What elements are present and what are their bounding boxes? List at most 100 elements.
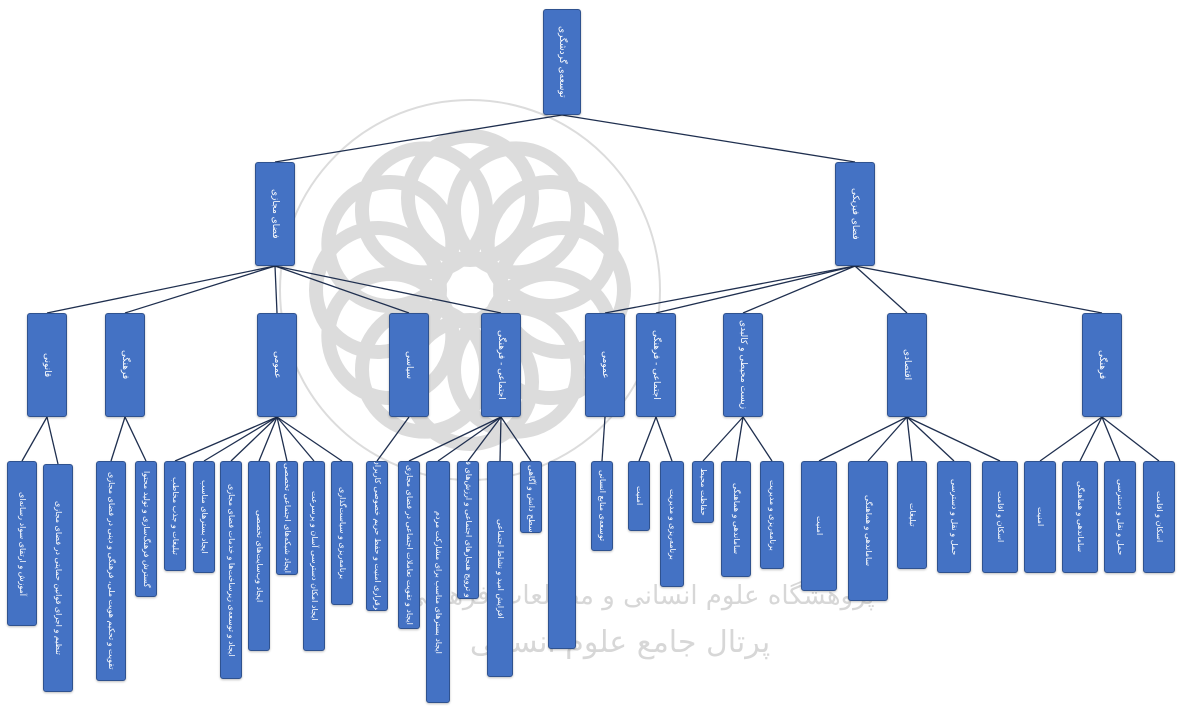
- leaf-node: توسعه و ترویج هنجارهای اجتماعی و ارزش‌ها…: [457, 461, 479, 599]
- leaf-node: ارتقای سطح دانش و آگاهی عمومی: [520, 461, 542, 533]
- leaf-node: [548, 461, 576, 649]
- connector-line: [274, 114, 563, 163]
- leaf-node: ایجاد وب‌سایت‌های تخصصی: [248, 461, 270, 651]
- connector-line: [1079, 416, 1103, 462]
- node-label: ارتقای سطح دانش و آگاهی عمومی: [527, 461, 536, 533]
- node-label: برنامه‌ریزی و سیاست‌گذاری: [338, 486, 347, 580]
- connector-line: [408, 416, 502, 462]
- connector-line: [818, 416, 908, 462]
- group-physical-economic: اقتصادی: [887, 313, 927, 417]
- connector-line: [906, 416, 955, 462]
- connector-line: [276, 416, 315, 462]
- node-label: زیست محیطی و کالبدی: [738, 320, 748, 410]
- connector-line: [638, 416, 657, 462]
- connector-line: [110, 416, 126, 462]
- connector-line: [467, 416, 502, 462]
- connector-line: [854, 265, 908, 314]
- leaf-node: گسترش فرهنگ‌سازی و تولید محتوا: [135, 461, 157, 597]
- connector-line: [437, 416, 502, 462]
- node-label: قانونی: [42, 352, 52, 378]
- connector-line: [274, 265, 278, 314]
- leaf-node: تبلیغات و جذب مخاطب: [164, 461, 186, 571]
- leaf-node: ساماندهی و هماهنگی: [848, 461, 888, 601]
- node-label: برنامه‌ریزی و مدیریت: [668, 488, 677, 560]
- node-label: تبلیغات: [908, 503, 917, 527]
- leaf-node: حمل و نقل و دسترسی: [1104, 461, 1136, 573]
- node-label: فرهنگی: [1097, 350, 1107, 380]
- leaf-node: ایجاد امکان دسترسی آسان و پرسرعت: [303, 461, 325, 651]
- connector-line: [46, 265, 276, 314]
- node-label: ساماندهی و هماهنگی: [732, 483, 741, 555]
- leaf-node: برنامه‌ریزی و مدیریت: [660, 461, 684, 587]
- connector-line: [274, 265, 410, 314]
- leaf-node: تقویت و تحکیم هویت ملی، فرهنگی و دینی در…: [96, 461, 126, 681]
- node-label: حمل و نقل و دسترسی: [950, 478, 959, 556]
- watermark-petal: [355, 141, 493, 280]
- node-label: ایجاد و توسعه‌ی زیرساخت‌ها و خدمات فضای …: [227, 483, 236, 657]
- connector-line: [1101, 416, 1121, 462]
- connector-line: [655, 416, 673, 462]
- node-label: اسکان و اقامت: [1155, 491, 1164, 543]
- node-label: حفاظت محیط: [699, 468, 708, 516]
- leaf-node: ساماندهی و هماهنگی: [721, 461, 751, 577]
- node-label: فضای فیزیکی: [850, 188, 860, 240]
- connector-line: [1039, 416, 1103, 462]
- leaf-node: ایجاد بسترهای مناسب برای مشارکت مردم: [426, 461, 450, 703]
- connector-line: [274, 265, 502, 314]
- leaf-node: برقراری امنیت و حفظ حریم خصوصی کاربران: [366, 461, 388, 611]
- connector-line: [655, 265, 856, 314]
- leaf-node: ایجاد و تقویت تعاملات اجتماعی در فضای مج…: [398, 461, 420, 629]
- node-label: ساماندهی و هماهنگی: [1076, 481, 1085, 553]
- node-label: سیاسی: [404, 350, 414, 380]
- group-virtual-legal: قانونی: [27, 313, 67, 417]
- connector-line: [230, 416, 278, 462]
- leaf-node: اسکان و اقامت: [1143, 461, 1175, 573]
- group-virtual-political: سیاسی: [389, 313, 429, 417]
- node-label: ساماندهی و هماهنگی: [864, 495, 873, 567]
- leaf-node: امنیت: [1024, 461, 1056, 573]
- leaf-node: امنیت: [801, 461, 837, 591]
- watermark-text-2: پژوهشگاه علوم انسانی و مطالعات فرهنگی: [405, 580, 874, 611]
- connector-line: [735, 416, 744, 462]
- node-label: تبلیغات و جذب مخاطب: [171, 477, 180, 555]
- node-label: اجتماعی - فرهنگی: [496, 330, 506, 400]
- node-label: تنظیم و اجرای قوانین حمایتی در فضای مجاز…: [54, 501, 63, 655]
- connector-line: [46, 416, 59, 465]
- leaf-node: افزایش امید و نشاط اجتماعی: [487, 461, 513, 677]
- leaf-node: امنیت: [628, 461, 650, 531]
- leaf-node: تنظیم و اجرای قوانین حمایتی در فضای مجاز…: [43, 464, 73, 692]
- root-label: توسعه‌ی گردشگری: [557, 26, 567, 98]
- connector-line: [867, 416, 908, 462]
- node-label: برقراری امنیت و حفظ حریم خصوصی کاربران: [373, 461, 382, 611]
- connector-line: [276, 416, 343, 462]
- group-virtual-general: عمومی: [257, 313, 297, 417]
- node-label: ایجاد بسترهای مناسب برای مشارکت مردم: [434, 510, 443, 654]
- root-node: توسعه‌ی گردشگری: [543, 9, 581, 115]
- connector-line: [276, 416, 288, 462]
- connector-line: [258, 416, 278, 462]
- node-label: فرهنگی: [120, 350, 130, 380]
- connector-line: [854, 265, 1103, 314]
- connector-line: [203, 416, 278, 462]
- group-physical-socio-cultural: اجتماعی - فرهنگی: [636, 313, 676, 417]
- connector-line: [906, 416, 913, 462]
- leaf-node: ایجاد شبکه‌های اجتماعی تخصصی: [276, 461, 298, 575]
- watermark-text-1: پرتال جامع علوم انسانی: [470, 625, 770, 660]
- connector-line: [124, 416, 147, 462]
- branch-virtual-space: فضای مجازی: [255, 162, 295, 266]
- node-label: اسکان و اقامت: [996, 491, 1005, 543]
- connector-line: [124, 265, 276, 314]
- leaf-node: تبلیغات: [897, 461, 927, 569]
- node-label: اقتصادی: [902, 349, 912, 381]
- connector-line: [702, 416, 744, 462]
- node-label: عمومی: [272, 351, 282, 379]
- group-physical-environmental: زیست محیطی و کالبدی: [723, 313, 763, 417]
- node-label: اجتماعی - فرهنگی: [651, 330, 661, 400]
- connector-line: [601, 416, 606, 462]
- leaf-node: حمل و نقل و دسترسی: [937, 461, 971, 573]
- node-label: ایجاد و تقویت تعاملات اجتماعی در فضای مج…: [405, 465, 414, 625]
- leaf-node: توسعه‌ی منابع انسانی: [591, 461, 613, 551]
- node-label: امنیت: [1036, 507, 1045, 527]
- leaf-node: ایجاد و توسعه‌ی زیرساخت‌ها و خدمات فضای …: [220, 461, 242, 679]
